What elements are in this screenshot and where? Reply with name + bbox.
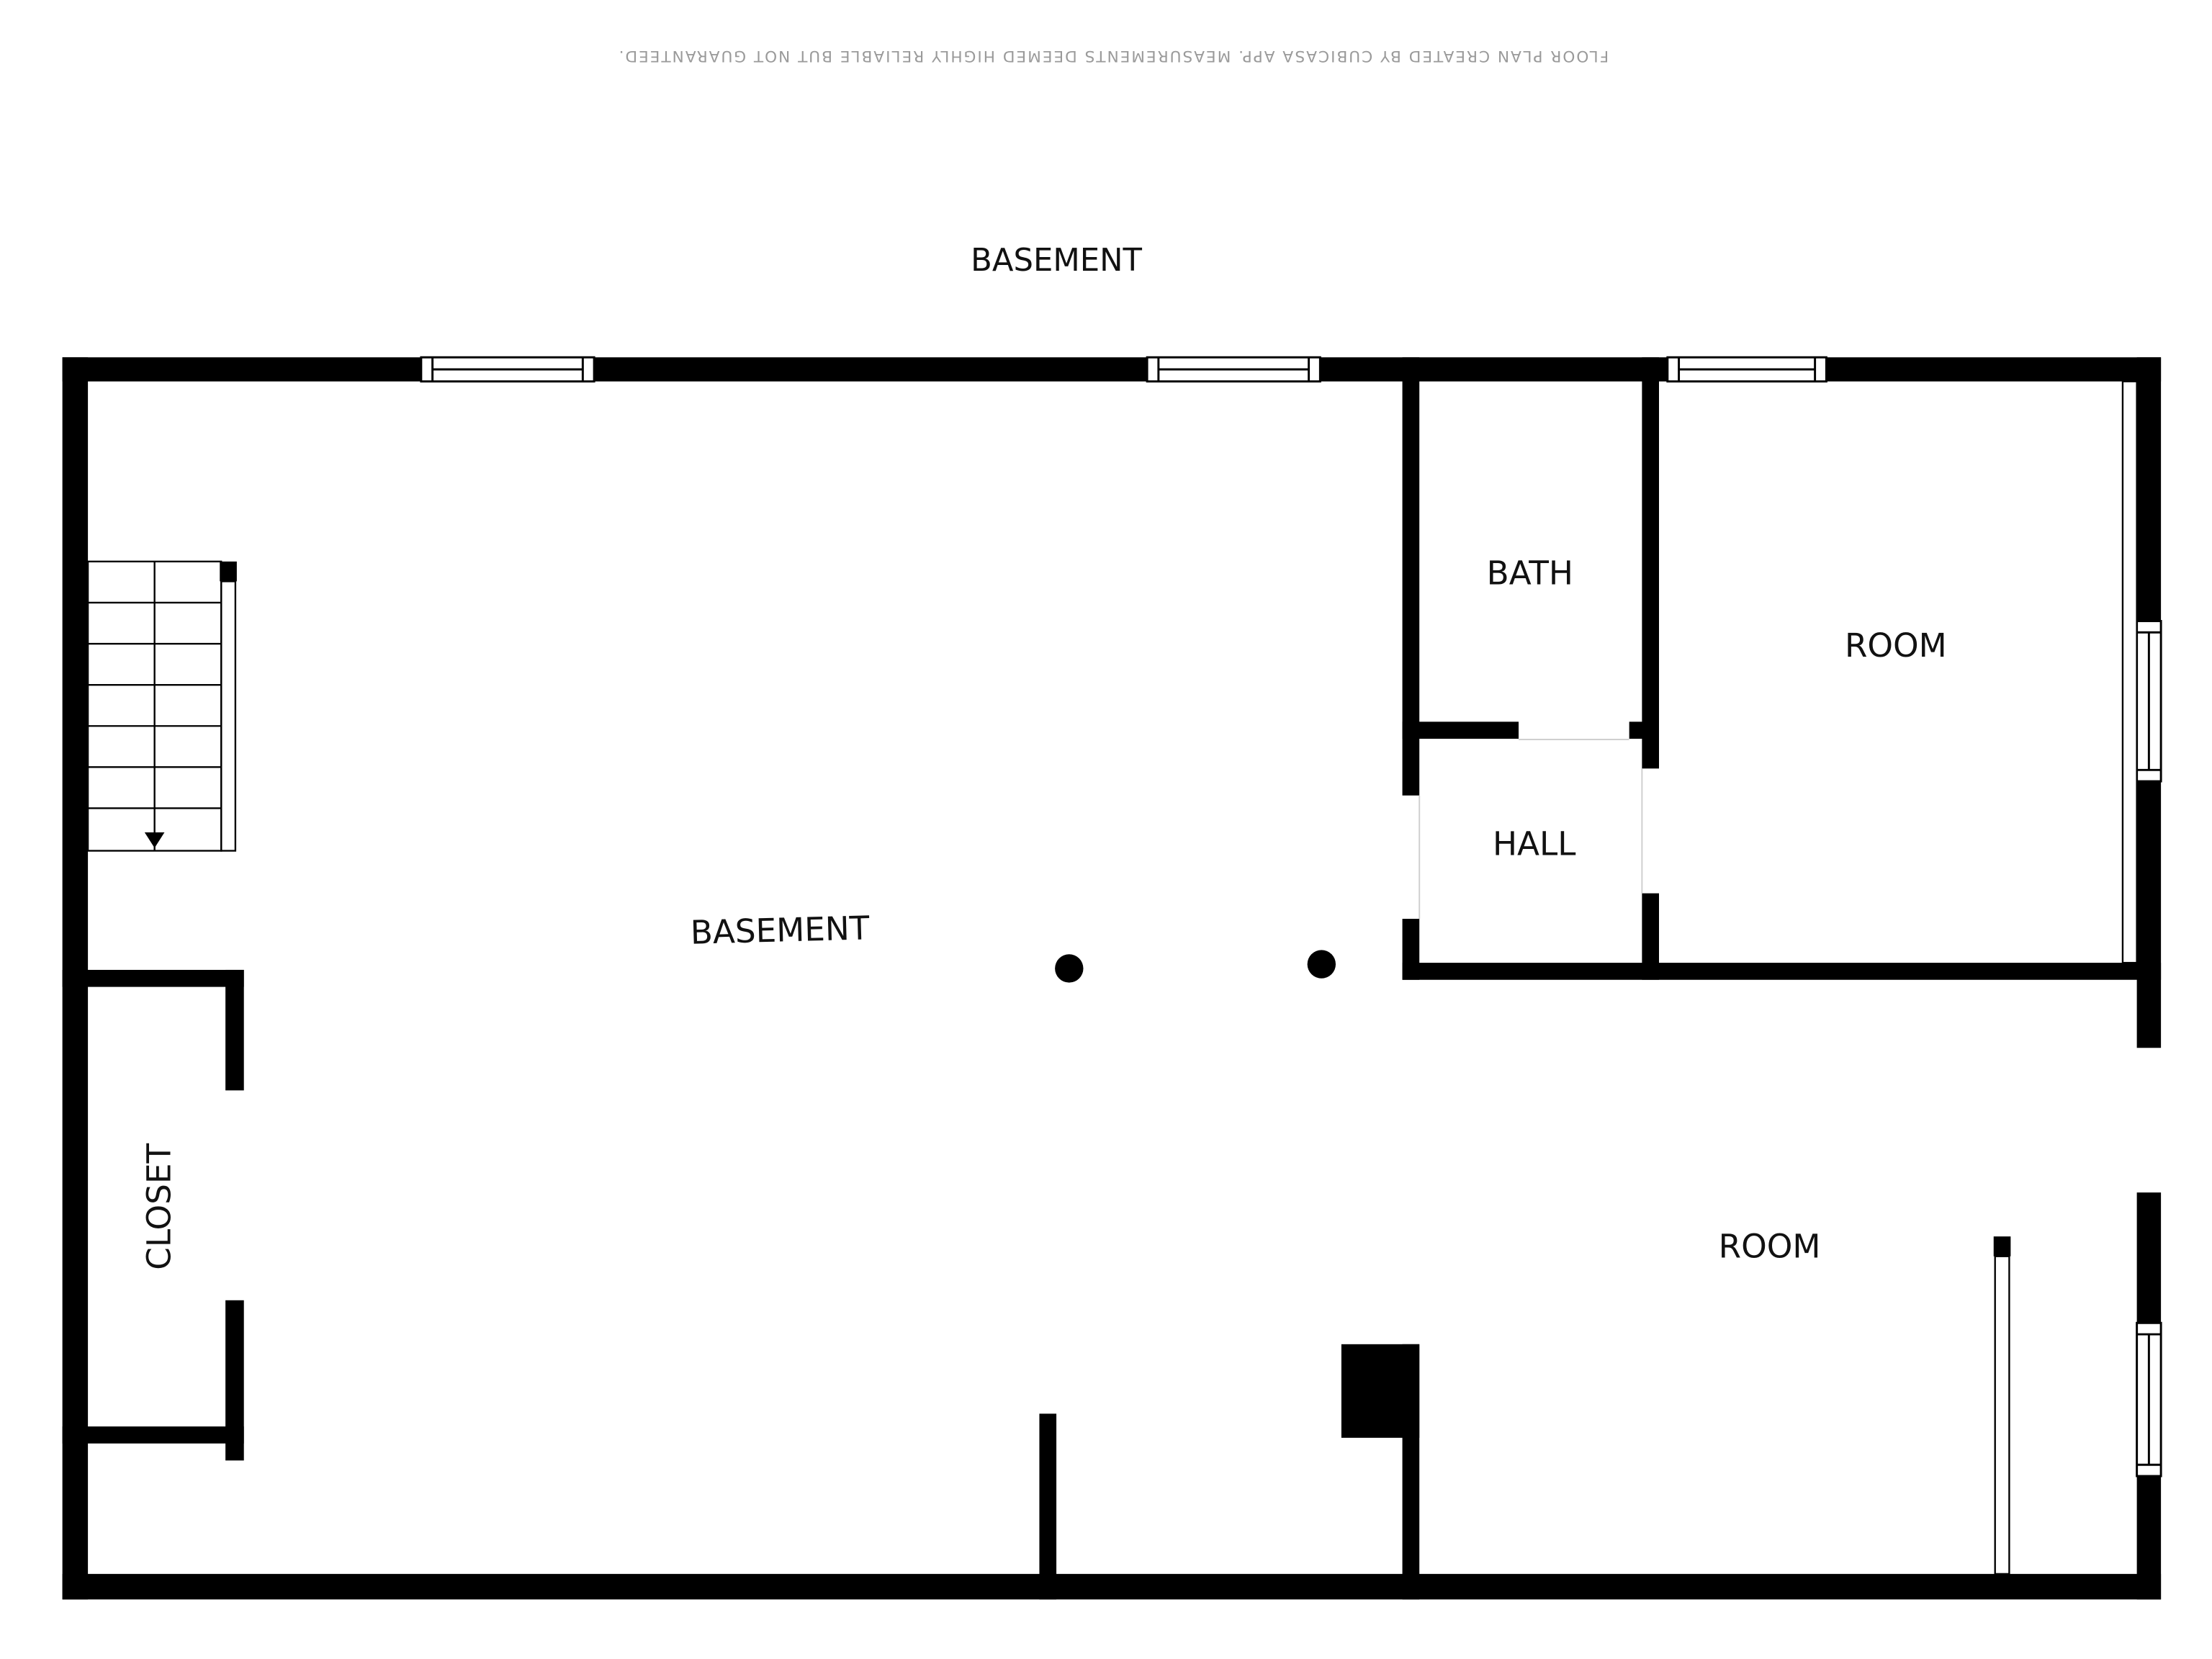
support-column-2: [1307, 950, 1336, 979]
wall-bath-hall-2: [1629, 721, 1659, 739]
outer-wall-right-1: [2136, 357, 2162, 621]
thin-wall-room-upper: [2121, 380, 2138, 964]
room-label-room-lower: ROOM: [1719, 1228, 1821, 1266]
window-right-lower: [2136, 1321, 2162, 1478]
outer-wall-right-3: [2136, 1192, 2162, 1323]
stairs: [86, 560, 222, 852]
outer-wall-right-4: [2136, 1475, 2162, 1600]
room-label-bath: BATH: [1487, 554, 1573, 592]
window-top-right: [1666, 356, 1827, 383]
window-top-left: [420, 356, 595, 383]
hall-opening: [1419, 738, 1643, 920]
wall-closet-bottom: [62, 1426, 244, 1444]
wall-room-divider: [1402, 963, 2162, 980]
wall-bath-right: [1642, 357, 1659, 769]
wall-partition-left: [1039, 1413, 1057, 1600]
window-top-middle: [1146, 356, 1321, 383]
post-lower-room: [1993, 1236, 2011, 1256]
wall-bath-left: [1402, 357, 1420, 796]
support-column-1: [1055, 954, 1084, 983]
room-label-hall: HALL: [1493, 824, 1575, 863]
windows: [420, 356, 2162, 1478]
outer-wall-bottom: [62, 1573, 2162, 1600]
outer-wall-top-1: [62, 357, 421, 382]
disclaimer-text: FLOOR PLAN CREATED BY CUBICASA APP. MEAS…: [618, 47, 1609, 65]
stair-rail: [220, 580, 237, 852]
outer-wall-top-3: [1320, 357, 1668, 382]
outer-wall-top-4: [1826, 357, 2162, 382]
interior-walls: [62, 357, 2162, 1600]
stair-post: [220, 561, 237, 582]
outer-wall-top-2: [594, 357, 1148, 382]
thin-wall-room-lower: [1994, 1255, 2010, 1575]
wall-bath-hall-1: [1402, 721, 1519, 739]
room-label-basement: BASEMENT: [690, 909, 870, 951]
room-label-closet: CLOSET: [140, 1143, 178, 1270]
wall-closet-top: [62, 969, 244, 987]
window-right-upper: [2136, 620, 2162, 783]
stairs-down-arrow-icon: [144, 832, 165, 848]
outer-wall-right-2: [2136, 781, 2162, 1048]
wall-hall-right-lower: [1642, 893, 1659, 980]
floor-title: BASEMENT: [971, 243, 1142, 279]
wall-closet-right-upper: [225, 969, 244, 1091]
room-label-room-upper: ROOM: [1845, 626, 1947, 665]
chimney-block: [1341, 1344, 1420, 1438]
